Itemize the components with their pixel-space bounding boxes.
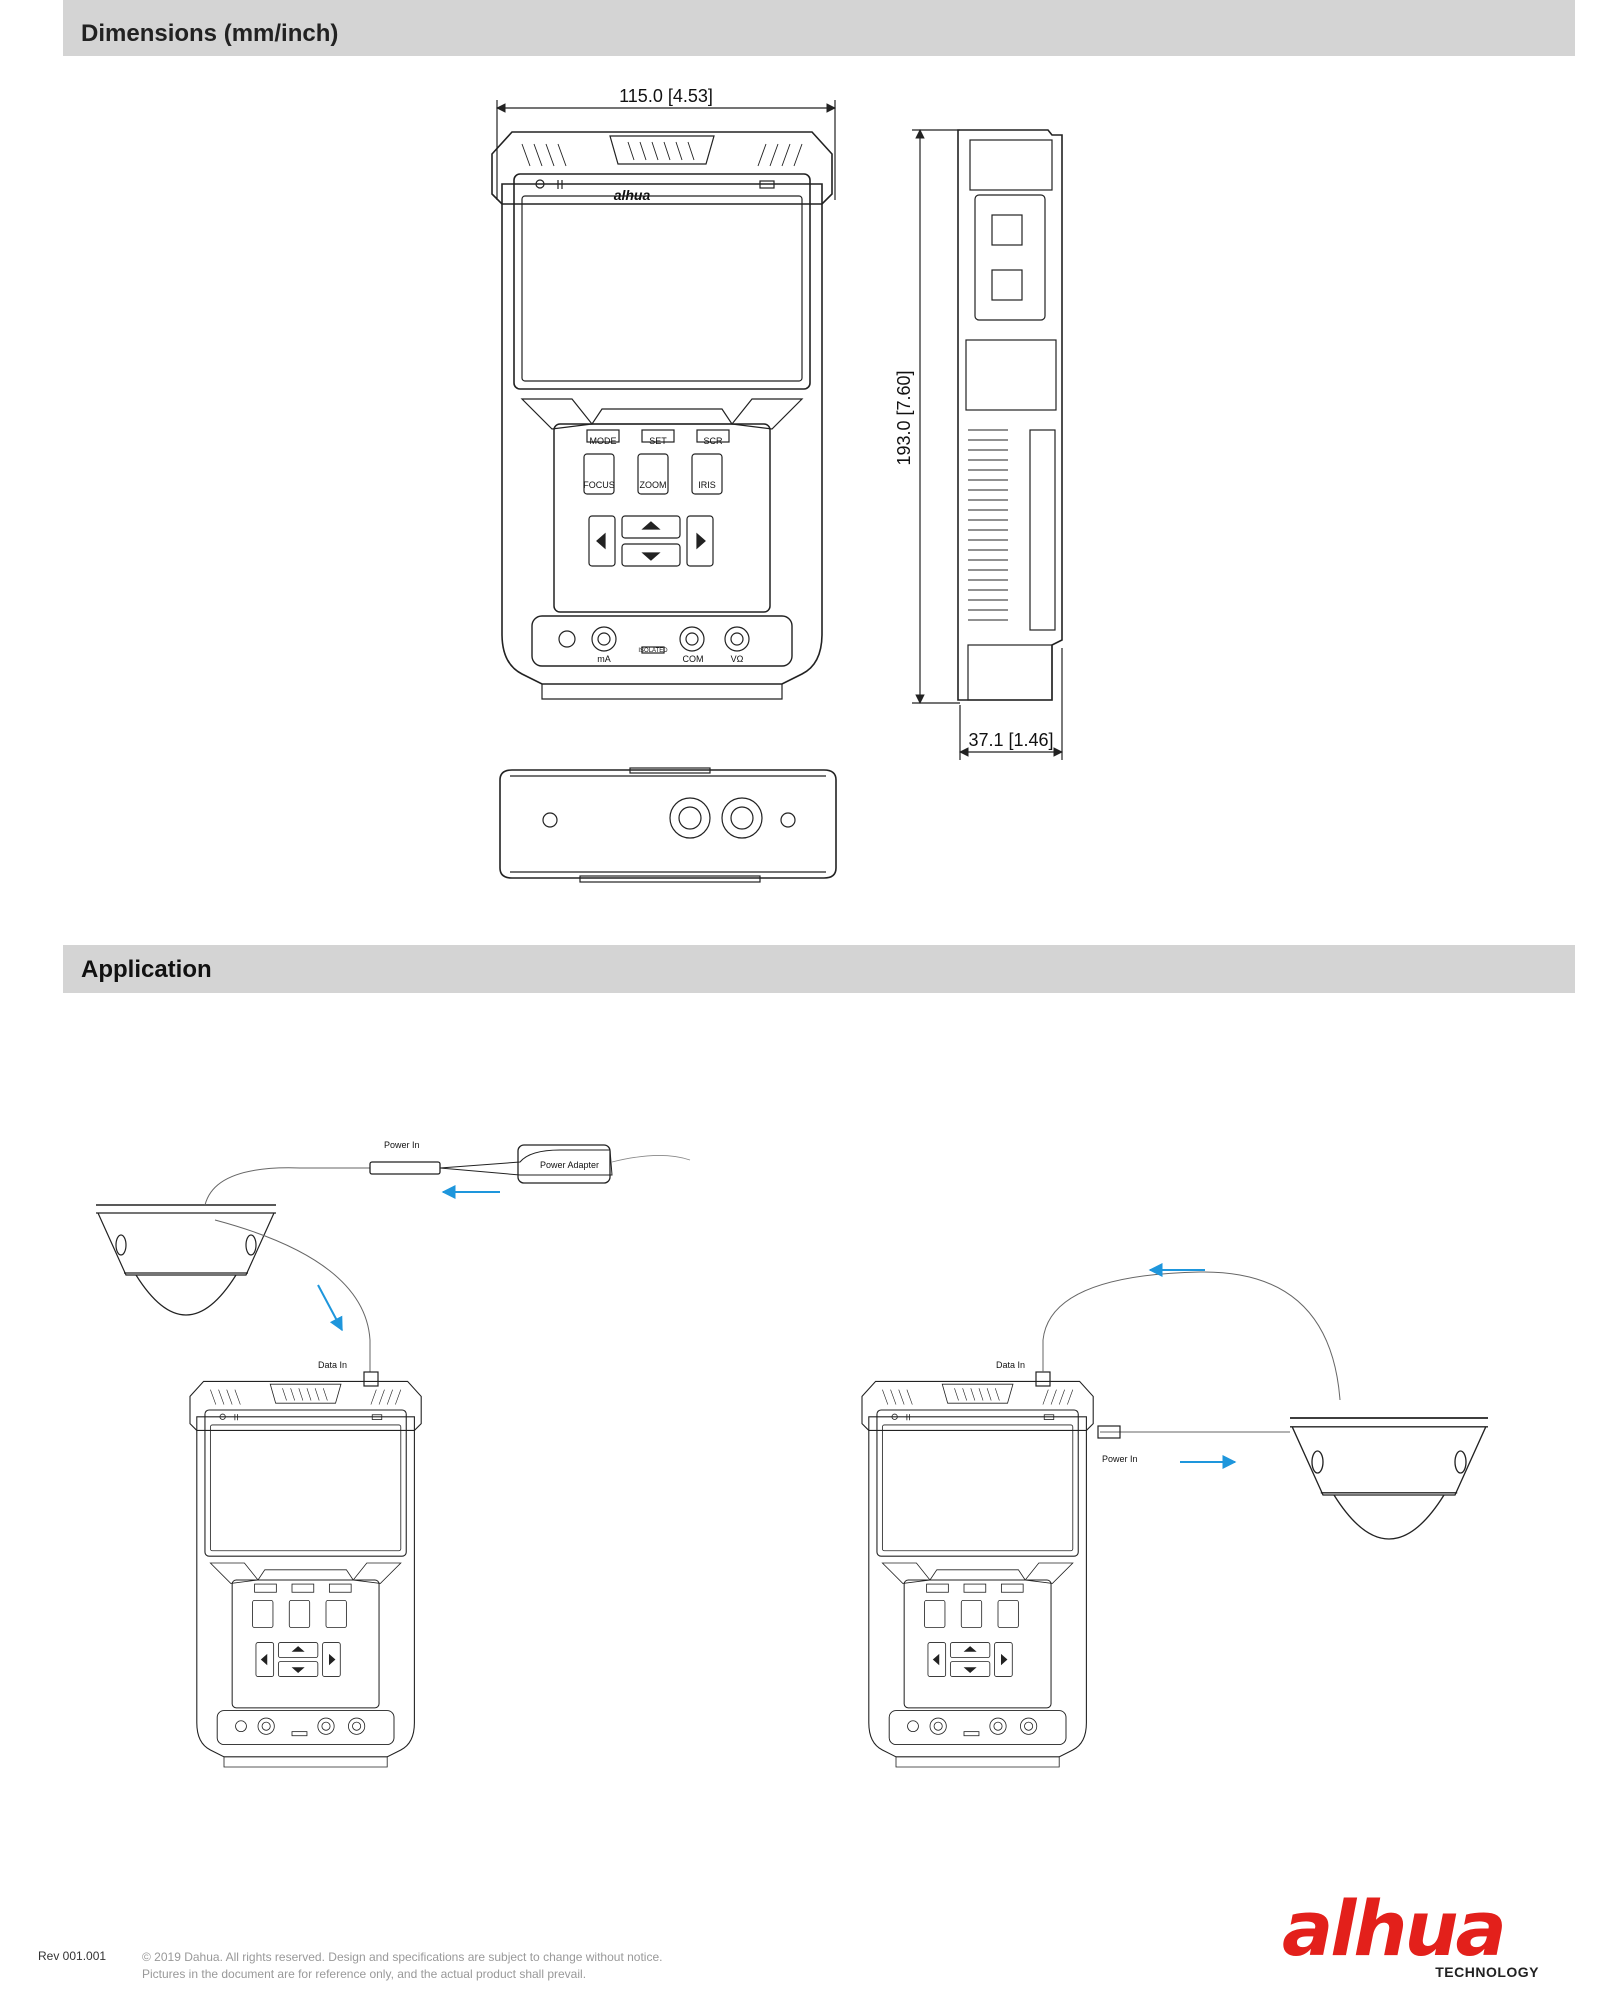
left-data-in-label: Data In (318, 1360, 347, 1370)
height-dimension-label: 193.0 [7.60] (894, 370, 914, 465)
vohm-port-label: VΩ (731, 654, 744, 664)
com-port-label: COM (683, 654, 704, 664)
dahua-logo: alhua TECHNOLOGY (1282, 1884, 1557, 1982)
copyright-line: © 2019 Dahua. All rights reserved. Desig… (142, 1950, 663, 1964)
logo-wordmark: alhua (1282, 1884, 1507, 1973)
dimensions-header-bar: Dimensions (mm/inch) (63, 0, 1575, 56)
application-left-diagram (95, 1144, 691, 1768)
scr-key-label: SCR (703, 436, 723, 446)
focus-key-label: FOCUS (583, 480, 615, 490)
copyright-notice: © 2019 Dahua. All rights reserved. Desig… (142, 1949, 842, 1983)
right-power-in-label: Power In (1102, 1454, 1138, 1464)
iris-key-label: IRIS (698, 480, 716, 490)
power-adapter-label: Power Adapter (540, 1160, 599, 1170)
application-header-bar: Application (63, 945, 1575, 993)
disclaimer-line: Pictures in the document are for referen… (142, 1967, 587, 1981)
device-brand-label: alhua (614, 187, 651, 203)
isolated-label: ISOLATED (638, 648, 668, 654)
zoom-key-label: ZOOM (640, 480, 667, 490)
mode-key-label: MODE (590, 436, 617, 446)
dimensions-title: Dimensions (mm/inch) (81, 20, 339, 47)
ma-port-label: mA (597, 654, 611, 664)
left-power-in-label: Power In (384, 1140, 420, 1150)
set-key-label: SET (649, 436, 667, 446)
right-data-in-label: Data In (996, 1360, 1025, 1370)
application-right-diagram (861, 1263, 1489, 1768)
revision-label: Rev 001.001 (38, 1949, 107, 1963)
application-title: Application (81, 956, 212, 983)
logo-subtitle: TECHNOLOGY (1435, 1964, 1539, 1980)
device-side-view (912, 129, 1063, 760)
device-bottom-view (499, 767, 837, 883)
device-front-view (491, 100, 836, 700)
depth-dimension-label: 37.1 [1.46] (968, 730, 1053, 750)
width-dimension-label: 115.0 [4.53] (619, 86, 713, 106)
